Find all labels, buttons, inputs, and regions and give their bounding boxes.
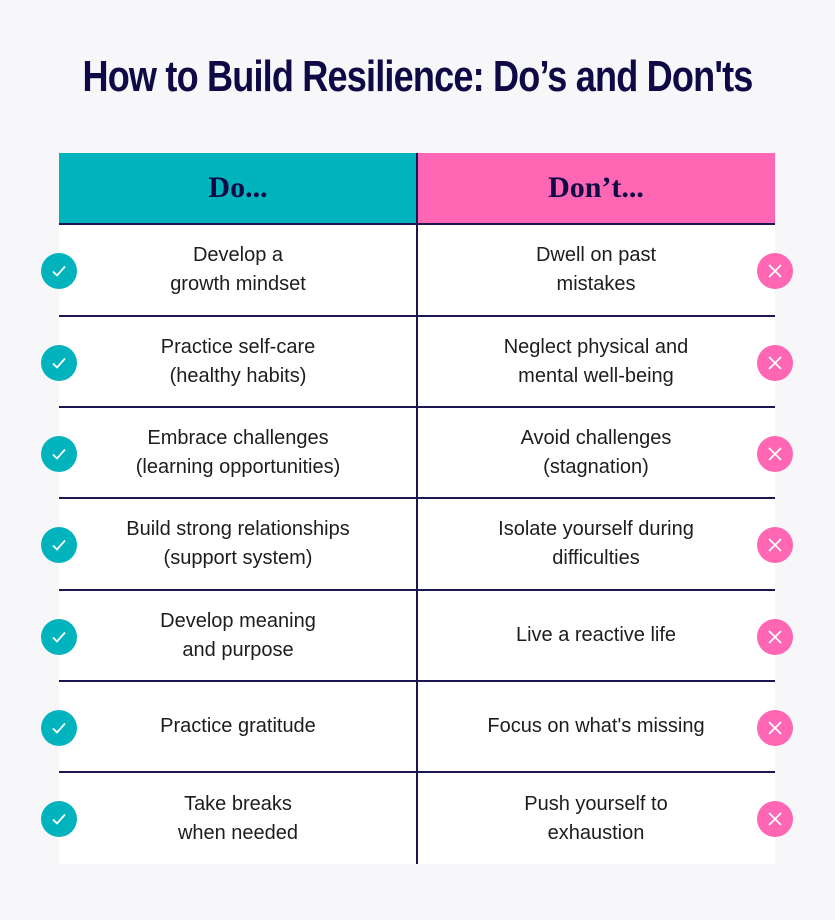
dont-item: Isolate yourself during difficulties: [498, 518, 694, 569]
cross-icon: [757, 709, 793, 746]
dont-item: Focus on what's missing: [487, 715, 705, 737]
do-item: Practice gratitude: [160, 715, 316, 737]
do-column-header: Do...: [59, 153, 417, 225]
do-item: Build strong relationships (support syst…: [126, 518, 350, 569]
check-icon: [41, 344, 77, 381]
dont-item: Dwell on past mistakes: [535, 244, 657, 295]
dont-item: Avoid challenges (stagnation): [520, 426, 672, 478]
check-icon: [41, 435, 77, 472]
table-row: Practice gratitude Focus on what's missin…: [59, 682, 775, 773]
check-icon: [41, 527, 77, 563]
do-item: Develop a growth mindset: [170, 244, 306, 295]
do-item: Develop meaning and purpose: [160, 609, 316, 661]
cross-icon: [757, 344, 793, 381]
cross-icon: [757, 435, 793, 472]
table-row: Take breaks when needed Push yourself to …: [59, 773, 775, 864]
do-item: Practice self-care (healthy habits): [160, 335, 316, 387]
dont-item: Live a reactive life: [515, 624, 677, 646]
do-item: Embrace challenges (learning opportuniti…: [135, 426, 341, 478]
cross-icon: [757, 527, 793, 563]
dont-column-header: Don’t...: [417, 153, 775, 225]
cross-icon: [757, 800, 793, 837]
table-row: Develop meaning and purpose Live a reacti…: [59, 591, 775, 682]
do-item: Take breaks when needed: [177, 792, 299, 844]
cross-icon: [757, 253, 793, 289]
check-icon: [41, 709, 77, 746]
dont-item: Neglect physical and mental well-being: [503, 335, 689, 387]
column-divider: [416, 153, 418, 864]
check-icon: [41, 618, 77, 655]
cross-icon: [757, 618, 793, 655]
table-row: Embrace challenges (learning opportuniti…: [59, 408, 775, 499]
check-icon: [41, 253, 77, 289]
page-title: How to Build Resilience: Do’s and Don'ts: [82, 52, 753, 101]
dont-item: Push yourself to exhaustion: [524, 792, 668, 844]
check-icon: [41, 800, 77, 837]
